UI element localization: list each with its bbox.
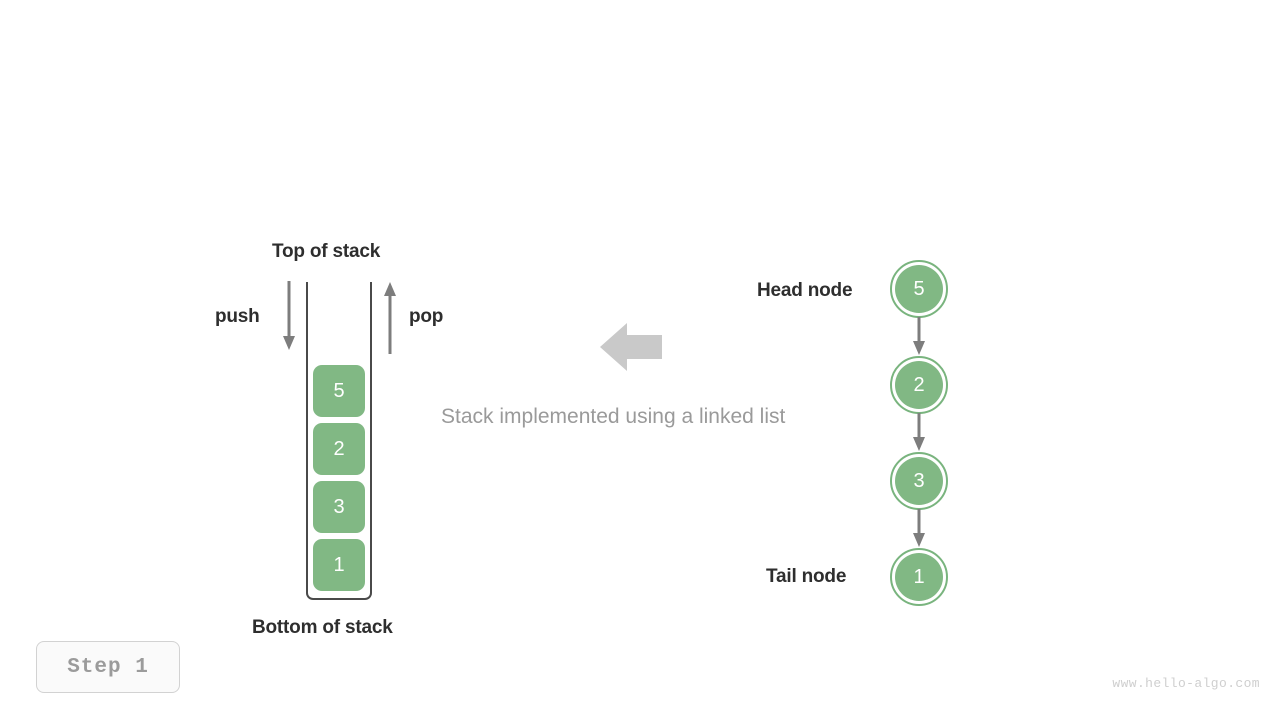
stack-cell: 2 (313, 423, 365, 475)
stack-cell: 3 (313, 481, 365, 533)
push-arrow-icon (283, 281, 295, 350)
top-of-stack-label: Top of stack (272, 241, 381, 262)
pop-label: pop (409, 306, 444, 327)
linked-list-node: 3 (890, 452, 948, 510)
node-body: 1 (895, 553, 943, 601)
stack-cell-value: 3 (333, 495, 345, 518)
link-arrow-icon (913, 413, 925, 451)
stack-cell-value: 5 (333, 379, 345, 402)
bottom-of-stack-label: Bottom of stack (252, 617, 393, 638)
pop-arrow-icon (384, 282, 396, 354)
stack-cell: 1 (313, 539, 365, 591)
step-badge: Step 1 (36, 641, 180, 693)
stack-cell: 5 (313, 365, 365, 417)
stack-container (306, 282, 372, 600)
head-node-label: Head node (757, 280, 853, 301)
link-arrow-icon (913, 317, 925, 355)
node-value: 1 (913, 565, 925, 588)
watermark: www.hello-algo.com (1112, 676, 1260, 691)
node-body: 2 (895, 361, 943, 409)
arrow-left-icon (600, 323, 662, 371)
linked-list-node: 1 (890, 548, 948, 606)
push-label: push (215, 306, 260, 327)
stack-cell-value: 2 (333, 437, 345, 460)
node-body: 3 (895, 457, 943, 505)
diagram-caption: Stack implemented using a linked list (441, 405, 786, 428)
node-value: 5 (913, 277, 925, 300)
linked-list-node: 5 (890, 260, 948, 318)
linked-list-node: 2 (890, 356, 948, 414)
tail-node-label: Tail node (766, 566, 847, 587)
node-value: 3 (913, 469, 925, 492)
node-value: 2 (913, 373, 925, 396)
stack-cell-value: 1 (333, 553, 345, 576)
link-arrow-icon (913, 509, 925, 547)
node-body: 5 (895, 265, 943, 313)
step-badge-text: Step 1 (67, 655, 149, 679)
